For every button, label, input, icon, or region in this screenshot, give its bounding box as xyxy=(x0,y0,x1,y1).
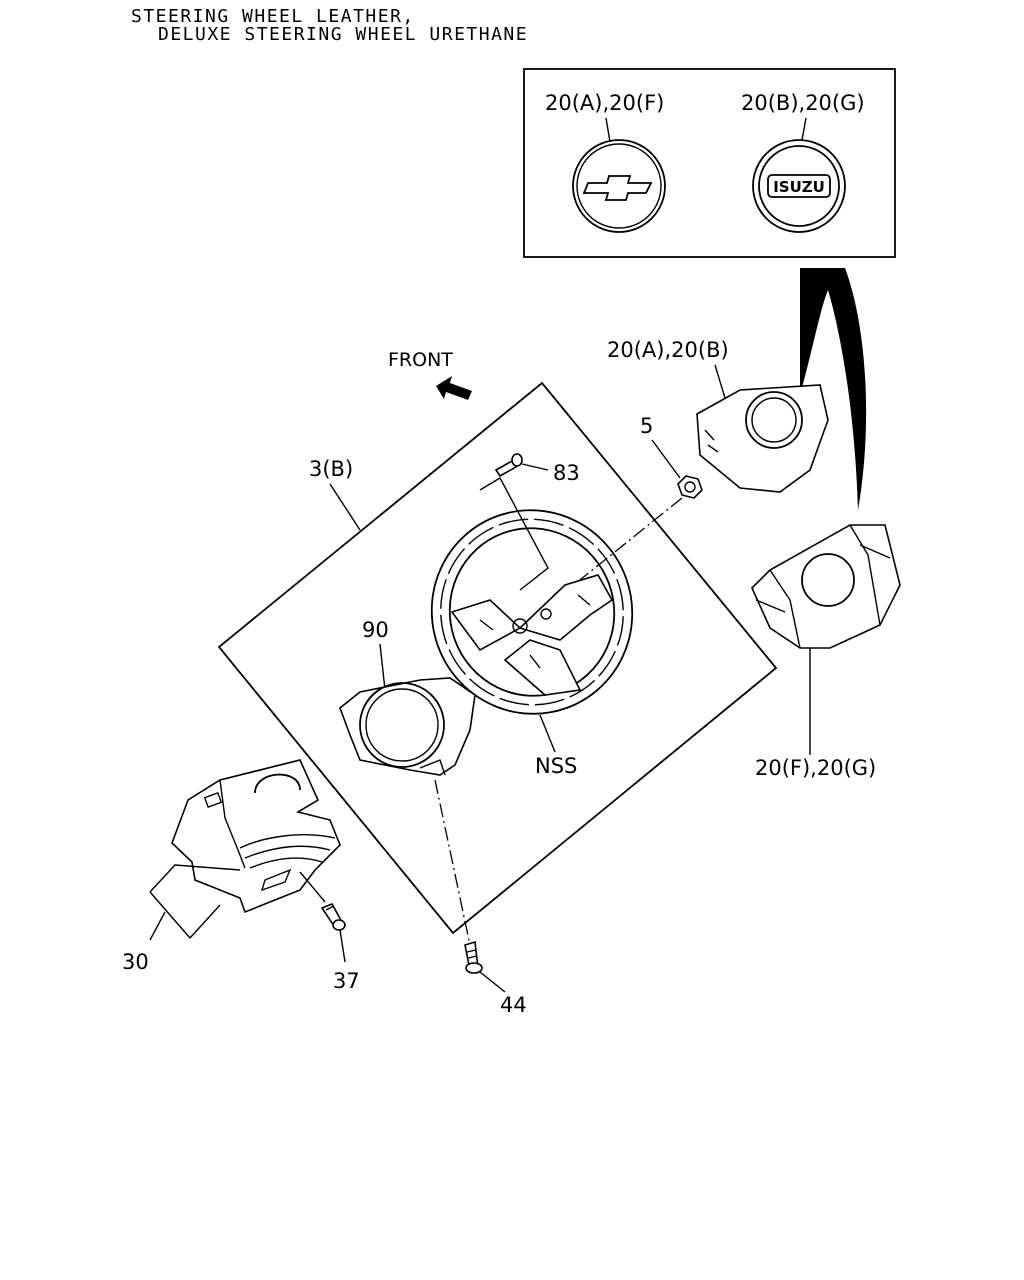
bowtie-emblem-icon xyxy=(572,139,666,233)
horn-pad-lower xyxy=(751,524,901,649)
front-label: FRONT xyxy=(388,349,453,371)
nut-5-icon xyxy=(677,475,703,499)
curved-arrow-icon xyxy=(800,268,867,510)
label-5: 5 xyxy=(640,414,653,438)
assembly-frame xyxy=(217,381,778,935)
label-30: 30 xyxy=(122,950,149,974)
isuzu-emblem-text: ISUZU xyxy=(773,178,825,196)
label-20fg: 20(F),20(G) xyxy=(755,756,876,780)
steering-wheel xyxy=(430,509,634,715)
header-line-1: STEERING WHEEL LEATHER, xyxy=(131,6,415,27)
screw-44-icon xyxy=(464,940,483,974)
label-90: 90 xyxy=(362,618,389,642)
front-arrow-icon xyxy=(436,376,472,400)
label-nss: NSS xyxy=(535,754,577,778)
column-cover-90 xyxy=(339,677,476,776)
label-20ab: 20(A),20(B) xyxy=(607,338,729,362)
header-line-2: DELUXE STEERING WHEEL URETHANE xyxy=(158,24,528,45)
column-switch-30 xyxy=(171,759,341,914)
label-44: 44 xyxy=(500,993,527,1017)
label-37: 37 xyxy=(333,969,360,993)
inset-label-left: 20(A),20(F) xyxy=(545,91,664,115)
bolt-83-icon xyxy=(494,453,523,478)
emblem-inset: 20(A),20(F) 20(B),20(G) ISUZU xyxy=(523,68,896,258)
inset-label-right: 20(B),20(G) xyxy=(741,91,865,115)
screw-37-icon xyxy=(320,902,346,931)
label-3b: 3(B) xyxy=(309,457,353,481)
isuzu-emblem-icon: ISUZU xyxy=(752,139,846,233)
label-83: 83 xyxy=(553,461,580,485)
horn-pad-upper xyxy=(696,384,829,493)
